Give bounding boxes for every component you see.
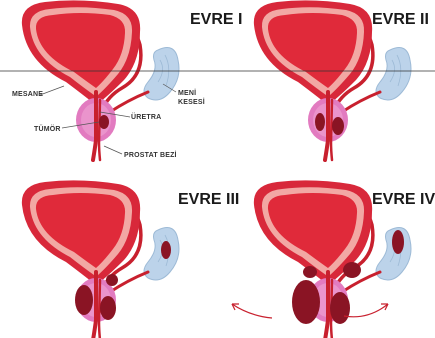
tumor-shape (292, 280, 320, 324)
tumor-shape (161, 241, 171, 259)
tumor-shape (315, 113, 325, 131)
label-tumor: TÜMÖR (34, 124, 61, 133)
tumor-shape (392, 230, 404, 254)
organ-illustration (22, 0, 179, 160)
spread-arrow-right (344, 304, 388, 317)
leader-line (104, 146, 122, 154)
label-seminal-vesicle-1: MENİ (178, 89, 196, 97)
panel-stage-1: EVRE I MESANE MENİ KESESİ TÜMÖR ÜRETRA P… (12, 0, 242, 160)
panel-title: EVRE III (178, 191, 239, 208)
label-seminal-vesicle-2: KESESİ (178, 98, 205, 106)
label-bladder: MESANE (12, 91, 43, 98)
tumor-shape (332, 117, 344, 135)
panel-stage-2: EVRE II (254, 0, 429, 160)
tumor-shape (303, 266, 317, 278)
tumor-shape (330, 292, 350, 324)
tumor-shape (343, 262, 361, 278)
tumor-shape (99, 115, 109, 129)
tumor-shape (106, 274, 118, 286)
panel-title: EVRE IV (372, 191, 435, 208)
organ-illustration (22, 180, 179, 338)
tumor-shape (100, 296, 116, 320)
panel-stage-4: EVRE IV (232, 180, 435, 338)
label-prostate: PROSTAT BEZİ (124, 151, 177, 159)
label-urethra: ÜRETRA (131, 112, 161, 121)
panel-stage-3: EVRE III (22, 180, 240, 338)
leader-line (40, 86, 64, 95)
tumor-shape (75, 285, 93, 315)
panel-title: EVRE II (372, 11, 429, 28)
panel-title: EVRE I (190, 11, 242, 28)
spread-arrow-left (232, 304, 272, 318)
